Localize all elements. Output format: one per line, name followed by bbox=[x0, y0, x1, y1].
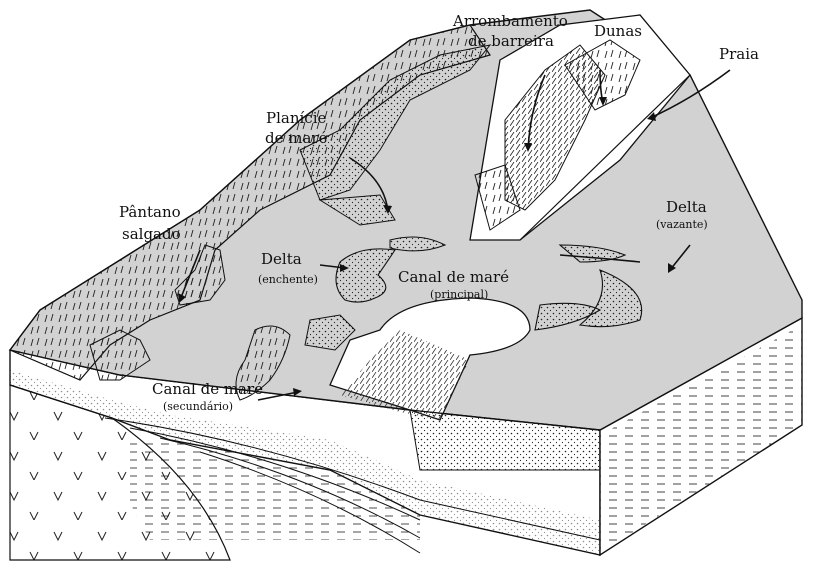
label-planicie-2: de maré bbox=[265, 129, 328, 147]
label-delta-vazante-sub: (vazante) bbox=[656, 218, 708, 231]
label-arrombamento-1: Arrombamento bbox=[452, 12, 568, 30]
label-canal-principal: Canal de maré bbox=[398, 268, 509, 286]
label-delta-enchente-sub: (enchente) bbox=[258, 273, 318, 286]
label-dunas: Dunas bbox=[594, 22, 642, 40]
label-praia: Praia bbox=[719, 45, 759, 63]
label-canal-secundario: Canal de maré bbox=[152, 380, 263, 398]
label-delta-vazante: Delta bbox=[666, 198, 707, 216]
label-canal-principal-sub: (principal) bbox=[430, 288, 488, 301]
label-arrombamento-2: de barreira bbox=[468, 32, 554, 50]
label-pantano-1: Pântano bbox=[119, 203, 181, 221]
label-pantano-2: salgado bbox=[122, 225, 181, 243]
label-canal-secundario-sub: (secundário) bbox=[163, 400, 233, 413]
label-delta-enchente: Delta bbox=[261, 250, 302, 268]
label-planicie-1: Planície bbox=[266, 109, 326, 127]
